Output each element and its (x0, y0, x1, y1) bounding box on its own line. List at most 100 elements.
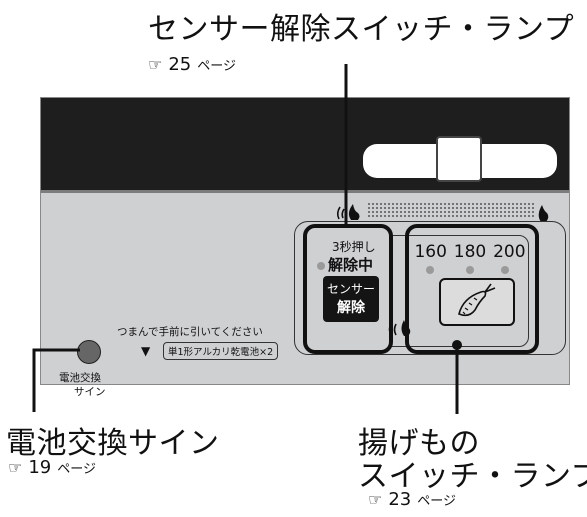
flame-level-dot (376, 207, 378, 209)
flame-level-dot (512, 203, 514, 205)
flame-level-dot (504, 211, 506, 213)
battery-ref-page-unit: ページ (57, 462, 96, 477)
fry-switch-title-line2: スイッチ・ランプ (358, 459, 587, 494)
flame-level-dot (368, 203, 370, 205)
flame-level-dot (488, 211, 490, 213)
flame-level-dot (408, 203, 410, 205)
flame-level-dot (388, 211, 390, 213)
flame-level-dot (484, 215, 486, 217)
flame-level-dot (508, 211, 510, 213)
reference-hand-icon: ☞ (368, 490, 383, 509)
flame-level-dot (464, 207, 466, 209)
flame-level-dot (408, 215, 410, 217)
flame-level-dot (412, 203, 414, 205)
flame-level-dot (432, 207, 434, 209)
flame-level-dot (460, 215, 462, 217)
flame-level-dot (448, 211, 450, 213)
indicator-slider-knob[interactable] (436, 136, 482, 182)
flame-level-dot (368, 207, 370, 209)
flame-level-dot (376, 211, 378, 213)
flame-level-dot (368, 211, 370, 213)
fry-ref-page-unit: ページ (417, 494, 456, 509)
flame-level-dot (428, 215, 430, 217)
flame-level-dot (396, 203, 398, 205)
flame-level-dot (496, 207, 498, 209)
flame-level-dot (448, 215, 450, 217)
flame-level-dot (372, 207, 374, 209)
flame-level-dot (528, 215, 530, 217)
flame-level-dot (392, 203, 394, 205)
flame-level-dot (472, 203, 474, 205)
flame-level-dot (388, 207, 390, 209)
flame-level-dot (500, 207, 502, 209)
battery-leader-line (32, 348, 80, 412)
flame-level-dot (520, 215, 522, 217)
flame-level-dot (444, 203, 446, 205)
flame-level-dot (516, 207, 518, 209)
flame-level-dot (480, 215, 482, 217)
flame-level-dot (440, 211, 442, 213)
battery-page-ref: ☞ 19 ページ (8, 457, 96, 478)
flame-level-dot (452, 207, 454, 209)
flame-level-dot (376, 203, 378, 205)
flame-level-dot (532, 203, 534, 205)
flame-level-dot (404, 203, 406, 205)
flame-level-dot (448, 203, 450, 205)
flame-level-dot (472, 211, 474, 213)
fry-mode-panel-frame (294, 221, 566, 355)
flame-level-dot (452, 215, 454, 217)
battery-spec-label: 単1形アルカリ乾電池×2 (163, 342, 279, 360)
release-button-label: 解除 (337, 300, 365, 316)
flame-level-dot (488, 203, 490, 205)
fry-switch-button[interactable] (439, 278, 515, 326)
flame-level-dot (436, 215, 438, 217)
temp-lamp-200 (501, 266, 509, 274)
temp-label-180: 180 (453, 242, 487, 262)
flame-level-dot (440, 215, 442, 217)
battery-sign-title: 電池交換サイン (6, 426, 220, 461)
flame-level-dot (384, 203, 386, 205)
flame-level-dot (488, 215, 490, 217)
flame-level-dot (432, 215, 434, 217)
flame-level-dot (424, 207, 426, 209)
flame-level-dot (520, 207, 522, 209)
flame-level-dot (400, 207, 402, 209)
flame-level-indicator (336, 203, 549, 222)
flame-level-dot (460, 211, 462, 213)
panel-edge-line (41, 190, 569, 193)
flame-level-dot (480, 211, 482, 213)
flame-level-dot (520, 203, 522, 205)
flame-level-dot (508, 215, 510, 217)
flame-level-dot (476, 203, 478, 205)
flame-level-dot (468, 207, 470, 209)
flame-level-dot (524, 211, 526, 213)
battery-sign-label-2: サイン (74, 386, 106, 398)
release-lamp (317, 262, 325, 270)
flame-level-dot (524, 207, 526, 209)
flame-level-dot (520, 211, 522, 213)
flame-level-dot (392, 215, 394, 217)
flame-level-dot (456, 211, 458, 213)
flame-level-dot (500, 215, 502, 217)
flame-level-dot (428, 207, 430, 209)
flame-level-dot (420, 203, 422, 205)
stove-control-panel: 3秒押し 解除中 センサー 解除 160 180 200 電池交換 サイン つま… (40, 97, 570, 398)
flame-level-dot (400, 203, 402, 205)
strong-flame-icon (538, 205, 549, 222)
flame-level-dot (436, 211, 438, 213)
flame-level-dot (468, 215, 470, 217)
flame-level-dot (416, 215, 418, 217)
flame-level-dot (448, 207, 450, 209)
fried-shrimp-icon (458, 283, 496, 317)
flame-level-dot (456, 203, 458, 205)
sensor-ref-page-number: 25 (168, 54, 192, 75)
flame-level-dot (428, 211, 430, 213)
flame-level-dot (452, 211, 454, 213)
flame-level-dot (500, 203, 502, 205)
flame-level-dot (500, 211, 502, 213)
flame-level-dot (432, 203, 434, 205)
flame-level-dot (416, 211, 418, 213)
flame-level-dot (468, 211, 470, 213)
sensor-release-button[interactable] (323, 276, 379, 322)
flame-level-dot (384, 215, 386, 217)
